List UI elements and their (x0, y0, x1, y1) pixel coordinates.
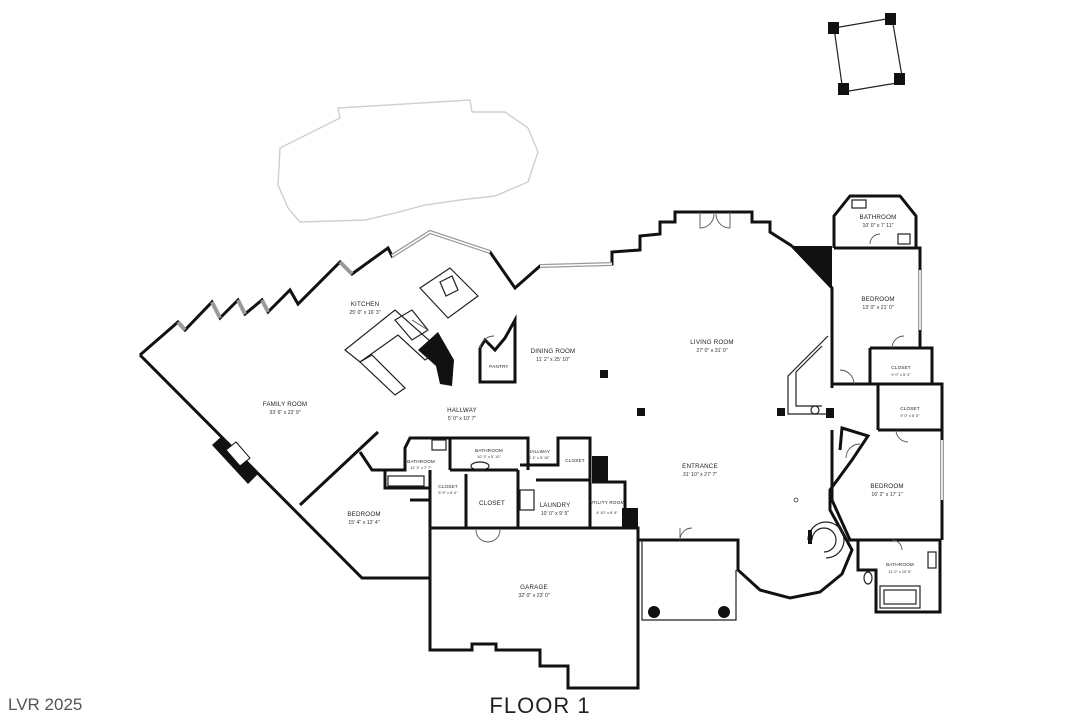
svg-text:BEDROOM: BEDROOM (870, 483, 903, 490)
svg-text:5' 9" x 6' 0": 5' 9" x 6' 0" (438, 490, 458, 495)
room-label-dining-room: DINING ROOM 11' 2" x 25' 10" (531, 348, 576, 363)
room-label-bathroom-small-2: BATHROOM 10' 3" x 5' 10" (475, 448, 503, 459)
room-label-garage: GARAGE 32' 0" x 23' 0" (518, 584, 549, 599)
svg-text:CLOSET: CLOSET (479, 500, 505, 507)
svg-text:LIVING ROOM: LIVING ROOM (690, 339, 733, 346)
svg-text:PANTRY: PANTRY (489, 364, 508, 369)
svg-text:ENTRANCE: ENTRANCE (682, 463, 718, 470)
svg-text:BEDROOM: BEDROOM (347, 511, 380, 518)
room-label-bathroom-upper-right: BATHROOM 10' 0" x 7' 11" (860, 214, 897, 229)
svg-text:31' 10" x 27' 7": 31' 10" x 27' 7" (683, 472, 717, 478)
svg-text:10' 0" x 7' 11": 10' 0" x 7' 11" (863, 223, 894, 229)
room-label-utility-room: UTILITY ROOM 4' 10" x 6' 9" (590, 500, 625, 515)
svg-text:CLOSET: CLOSET (438, 484, 458, 489)
svg-text:CLOSET: CLOSET (900, 406, 920, 411)
svg-text:16' 2" x 17' 1": 16' 2" x 17' 1" (871, 492, 902, 498)
svg-text:BATHROOM: BATHROOM (407, 459, 435, 464)
svg-text:BATHROOM: BATHROOM (860, 214, 897, 221)
svg-text:BATHROOM: BATHROOM (475, 448, 503, 453)
room-label-bathroom-small-1: BATHROOM 11' 3" x 7' 7" (407, 459, 435, 470)
svg-text:10' 3" x 5' 10": 10' 3" x 5' 10" (477, 454, 501, 459)
fireplace (212, 436, 258, 484)
room-label-closet-small-b: CLOSET (479, 500, 505, 507)
svg-text:9' 0" x 6' 5": 9' 0" x 6' 5" (900, 413, 920, 418)
room-label-bathroom-lower-right: BATHROOM 11' 0" x 10' 5" (886, 562, 914, 574)
svg-text:5' 0" x 10' 7": 5' 0" x 10' 7" (448, 416, 477, 422)
room-label-kitchen: KITCHEN 25' 0" x 16' 3" (349, 301, 380, 316)
svg-text:DINING ROOM: DINING ROOM (531, 348, 576, 355)
svg-text:32' 0" x 23' 0": 32' 0" x 23' 0" (518, 593, 549, 599)
room-label-entrance: ENTRANCE 31' 10" x 27' 7" (682, 463, 718, 478)
svg-text:FAMILY ROOM: FAMILY ROOM (263, 401, 308, 408)
svg-text:BATHROOM: BATHROOM (886, 562, 914, 567)
room-label-bedroom-right: BEDROOM 13' 0" x 21' 0" (861, 296, 894, 311)
exterior-walls (138, 210, 834, 580)
svg-text:15' 4" x 12' 4": 15' 4" x 12' 4" (348, 520, 379, 526)
svg-text:10' 0" x 9' 5": 10' 0" x 9' 5" (541, 511, 570, 517)
room-label-hallway-main: HALLWAY 5' 0" x 10' 7" (447, 407, 477, 422)
svg-text:UTILITY ROOM: UTILITY ROOM (590, 500, 625, 505)
room-label-closet-right-2: CLOSET 9' 0" x 6' 5" (900, 406, 920, 418)
svg-text:25' 0" x 16' 3": 25' 0" x 16' 3" (349, 310, 380, 316)
watermark: LVR 2025 (8, 695, 83, 714)
svg-text:9' 0" x 5' 3": 9' 0" x 5' 3" (891, 372, 911, 377)
room-labels: KITCHEN 25' 0" x 16' 3" FAMILY ROOM 33' … (263, 214, 921, 599)
room-label-family-room: FAMILY ROOM 33' 6" x 22' 9" (263, 401, 308, 416)
svg-text:CLOSET: CLOSET (565, 458, 585, 463)
room-label-bedroom-left: BEDROOM 15' 4" x 12' 4" (347, 511, 380, 526)
room-label-bedroom-lower-right: BEDROOM 16' 2" x 17' 1" (870, 483, 903, 498)
room-label-living-room: LIVING ROOM 27' 0" x 31' 0" (690, 339, 733, 354)
room-label-hallway-small: HALLWAY 6' 1" x 5' 10" (528, 449, 551, 460)
windows-family-kitchen (176, 229, 613, 332)
pergola (828, 13, 905, 95)
svg-text:BEDROOM: BEDROOM (861, 296, 894, 303)
room-label-closet-small-top: CLOSET (565, 458, 585, 463)
svg-text:11' 3" x 7' 7": 11' 3" x 7' 7" (410, 465, 432, 470)
svg-text:GARAGE: GARAGE (520, 584, 548, 591)
right-wing-walls (830, 194, 944, 614)
svg-text:4' 10" x 6' 9": 4' 10" x 6' 9" (596, 510, 618, 515)
pool-outline (277, 99, 539, 223)
svg-text:LAUNDRY: LAUNDRY (540, 502, 571, 509)
svg-text:KITCHEN: KITCHEN (351, 301, 380, 308)
svg-text:11' 2" x 25' 10": 11' 2" x 25' 10" (536, 357, 570, 363)
svg-text:27' 0" x 31' 0": 27' 0" x 31' 0" (696, 348, 727, 354)
pantry-walls (478, 314, 517, 384)
room-label-closet-small-a: CLOSET 5' 9" x 6' 0" (438, 484, 458, 495)
svg-text:CLOSET: CLOSET (891, 365, 911, 370)
svg-text:13' 0" x 21' 0": 13' 0" x 21' 0" (862, 305, 893, 311)
svg-text:33' 6" x 22' 9": 33' 6" x 22' 9" (269, 410, 300, 416)
living-room-features (600, 212, 834, 418)
svg-text:HALLWAY: HALLWAY (528, 449, 551, 454)
svg-text:HALLWAY: HALLWAY (447, 407, 477, 414)
room-label-pantry: PANTRY (489, 364, 508, 369)
svg-text:6' 1" x 5' 10": 6' 1" x 5' 10" (528, 455, 550, 460)
garage-walls (428, 526, 640, 690)
floor-title: FLOOR 1 (489, 693, 591, 718)
entrance-walls (638, 426, 871, 621)
svg-text:11' 0" x 10' 5": 11' 0" x 10' 5" (888, 569, 912, 574)
room-label-laundry: LAUNDRY 10' 0" x 9' 5" (540, 502, 571, 517)
room-label-closet-right-1: CLOSET 9' 0" x 5' 3" (891, 365, 911, 377)
kitchen-island (344, 267, 479, 396)
interior-walls-left (298, 430, 638, 528)
